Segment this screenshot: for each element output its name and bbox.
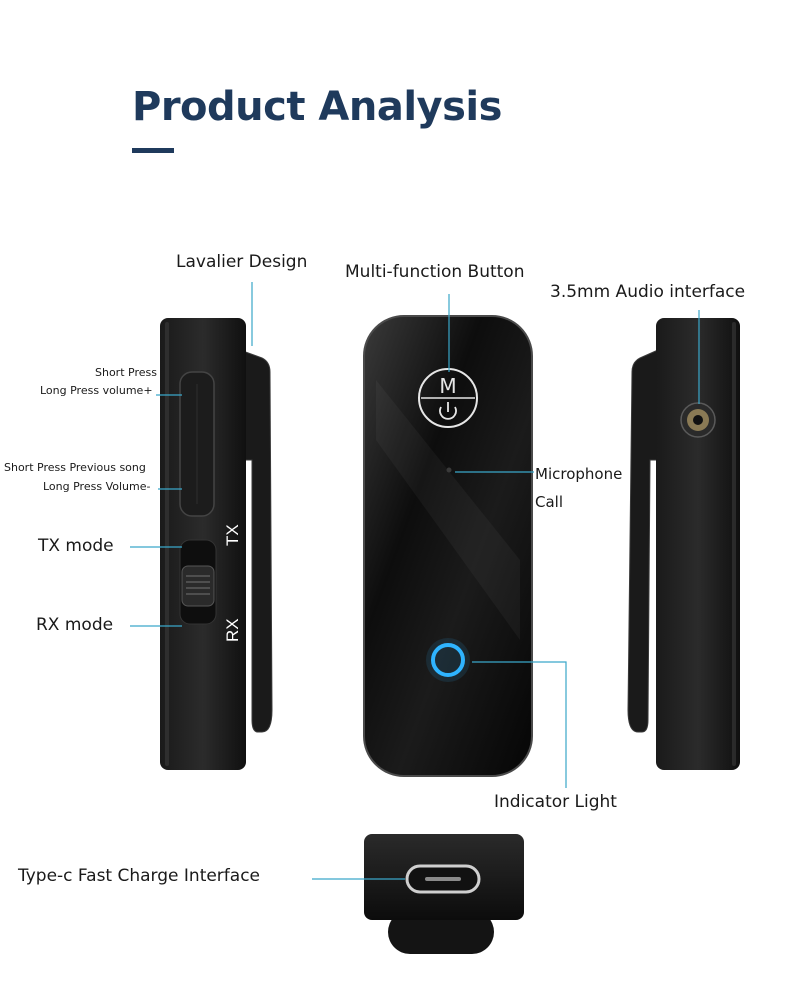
label-tx-mode: TX mode bbox=[38, 536, 114, 556]
label-microphone: Microphone bbox=[535, 465, 623, 483]
indicator-light bbox=[431, 643, 465, 677]
right-side-device bbox=[627, 318, 740, 770]
label-audio-interface: 3.5mm Audio interface bbox=[550, 282, 746, 302]
label-lavalier-design: Lavalier Design bbox=[176, 252, 308, 272]
label-short-press-top: Short Press bbox=[95, 366, 157, 379]
mode-switch bbox=[181, 565, 215, 607]
right-clip bbox=[627, 349, 659, 733]
left-side-device: TX RX bbox=[160, 318, 273, 770]
label-long-press-volume-down: Long Press Volume- bbox=[43, 480, 151, 493]
audio-jack-icon bbox=[680, 402, 716, 438]
leader-lines bbox=[130, 282, 700, 880]
right-body bbox=[656, 318, 740, 770]
title-underline bbox=[132, 148, 174, 153]
label-short-press-previous: Short Press Previous song bbox=[4, 461, 146, 474]
multi-function-button-icon: M bbox=[418, 368, 478, 428]
left-clip bbox=[239, 349, 273, 733]
bottom-device bbox=[364, 834, 524, 954]
leader-indicator bbox=[472, 661, 567, 788]
label-long-press-volume-up: Long Press volume+ bbox=[40, 384, 153, 397]
front-device: M bbox=[363, 315, 533, 777]
label-call: Call bbox=[535, 493, 564, 511]
page-title: Product Analysis bbox=[132, 84, 502, 130]
rx-marking: RX bbox=[223, 618, 242, 642]
front-body bbox=[363, 315, 533, 777]
bottom-clip bbox=[388, 910, 494, 954]
label-type-c: Type-c Fast Charge Interface bbox=[18, 866, 261, 886]
button-letter: M bbox=[439, 374, 456, 398]
label-multi-function-button: Multi-function Button bbox=[345, 262, 525, 282]
microphone-hole bbox=[446, 467, 452, 473]
label-indicator-light: Indicator Light bbox=[494, 792, 617, 812]
label-rx-mode: RX mode bbox=[36, 615, 114, 635]
tx-marking: TX bbox=[223, 524, 242, 546]
